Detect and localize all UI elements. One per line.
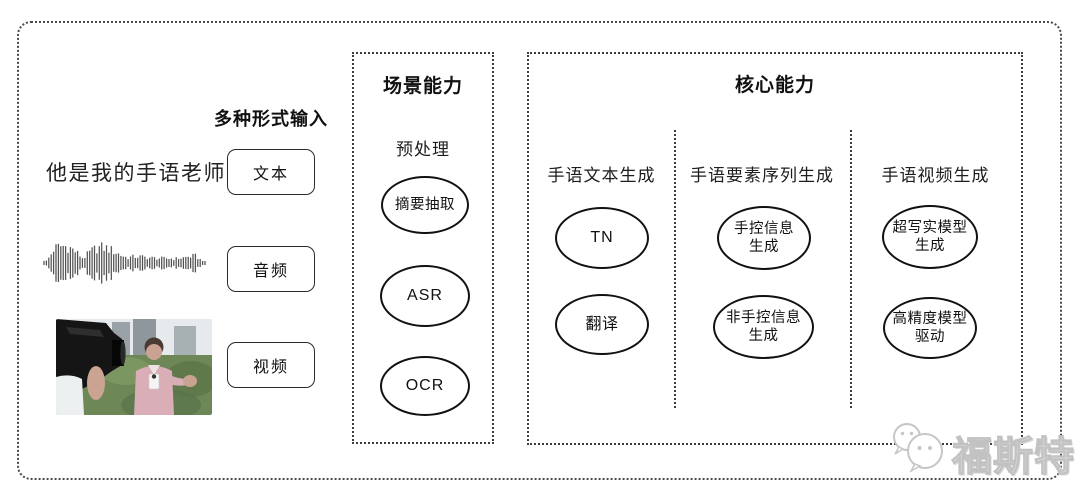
wechat-bubbles-icon: [893, 423, 943, 473]
core-box-title: 核心能力: [734, 75, 815, 96]
node-non-manual-info-generation: 非手控信息 生成: [713, 295, 814, 359]
input-box-video-label: 视频: [252, 359, 289, 376]
column-label-video-generation: 手语视频生成: [881, 166, 990, 185]
column-label-element-sequence-generation: 手语要素序列生成: [690, 166, 834, 185]
node-tn: TN: [555, 207, 649, 269]
watermark: 福斯特: [888, 420, 1075, 480]
scene-capability-box: 场景能力 预处理 摘要抽取 ASR OCR: [352, 52, 494, 444]
node-translation: 翻译: [555, 294, 649, 355]
node-high-precision-model-driving: 高精度模型 驱动: [883, 297, 977, 359]
scene-box-title: 场景能力: [382, 76, 463, 97]
input-box-video: 视频: [227, 342, 315, 388]
core-capability-box: 核心能力 手语文本生成 TN 翻译 手语要素序列生成 手控信息 生成 非手控信息…: [527, 52, 1023, 445]
core-column-divider-1: [674, 130, 676, 408]
node-summary-extraction: 摘要抽取: [381, 176, 469, 234]
node-asr: ASR: [380, 265, 470, 327]
input-box-audio: 音频: [227, 246, 315, 292]
node-ocr: OCR: [380, 356, 470, 416]
core-column-divider-2: [850, 130, 852, 408]
input-box-audio-label: 音频: [252, 263, 289, 280]
input-box-text-label: 文本: [252, 166, 289, 183]
watermark-text: 福斯特: [951, 434, 1075, 479]
audio-waveform-icon: [43, 242, 206, 284]
preprocess-label: 预处理: [396, 140, 450, 159]
column-label-text-generation: 手语文本生成: [547, 166, 656, 185]
video-thumbnail: [56, 319, 212, 415]
input-box-text: 文本: [227, 149, 315, 195]
node-manual-info-generation: 手控信息 生成: [717, 206, 811, 270]
sample-sentence: 他是我的手语老师: [46, 162, 226, 185]
node-hyperrealistic-model-generation: 超写实模型 生成: [882, 205, 978, 269]
input-section-title: 多种形式输入: [214, 109, 328, 129]
